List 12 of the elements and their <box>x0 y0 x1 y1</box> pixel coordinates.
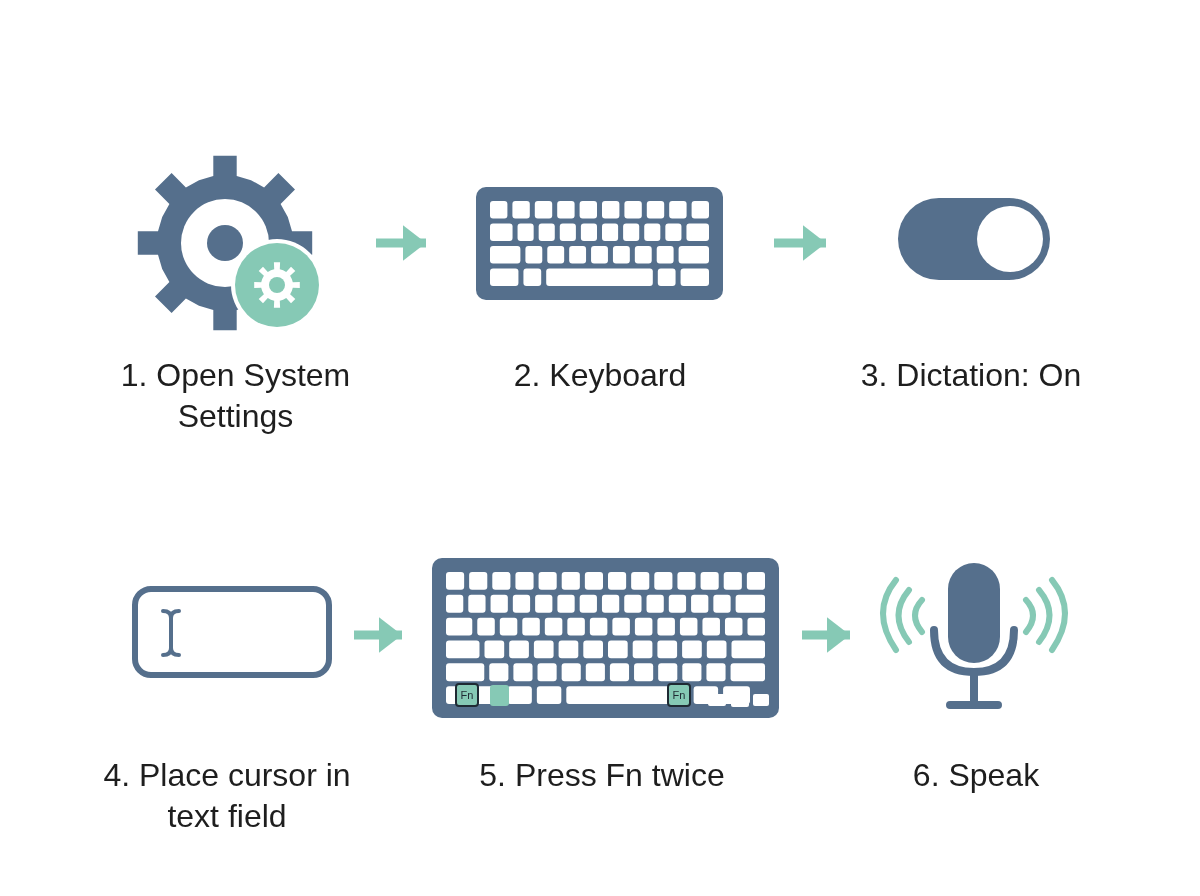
step-label: 6. Speak <box>911 756 1041 795</box>
step-label: 5. Press Fn twice <box>478 756 726 795</box>
arrow <box>376 225 426 261</box>
step-label: 1. Open System Settings <box>119 356 352 436</box>
arrow <box>802 617 850 653</box>
step-label: 3. Dictation: On <box>859 356 1083 395</box>
fn-key: Fn <box>455 683 479 707</box>
step-label: 4. Place cursor in text field <box>102 756 352 836</box>
arrow <box>774 225 826 261</box>
step-label: 2. Keyboard <box>512 356 688 395</box>
fn-key: Fn <box>667 683 691 707</box>
arrow <box>354 617 402 653</box>
